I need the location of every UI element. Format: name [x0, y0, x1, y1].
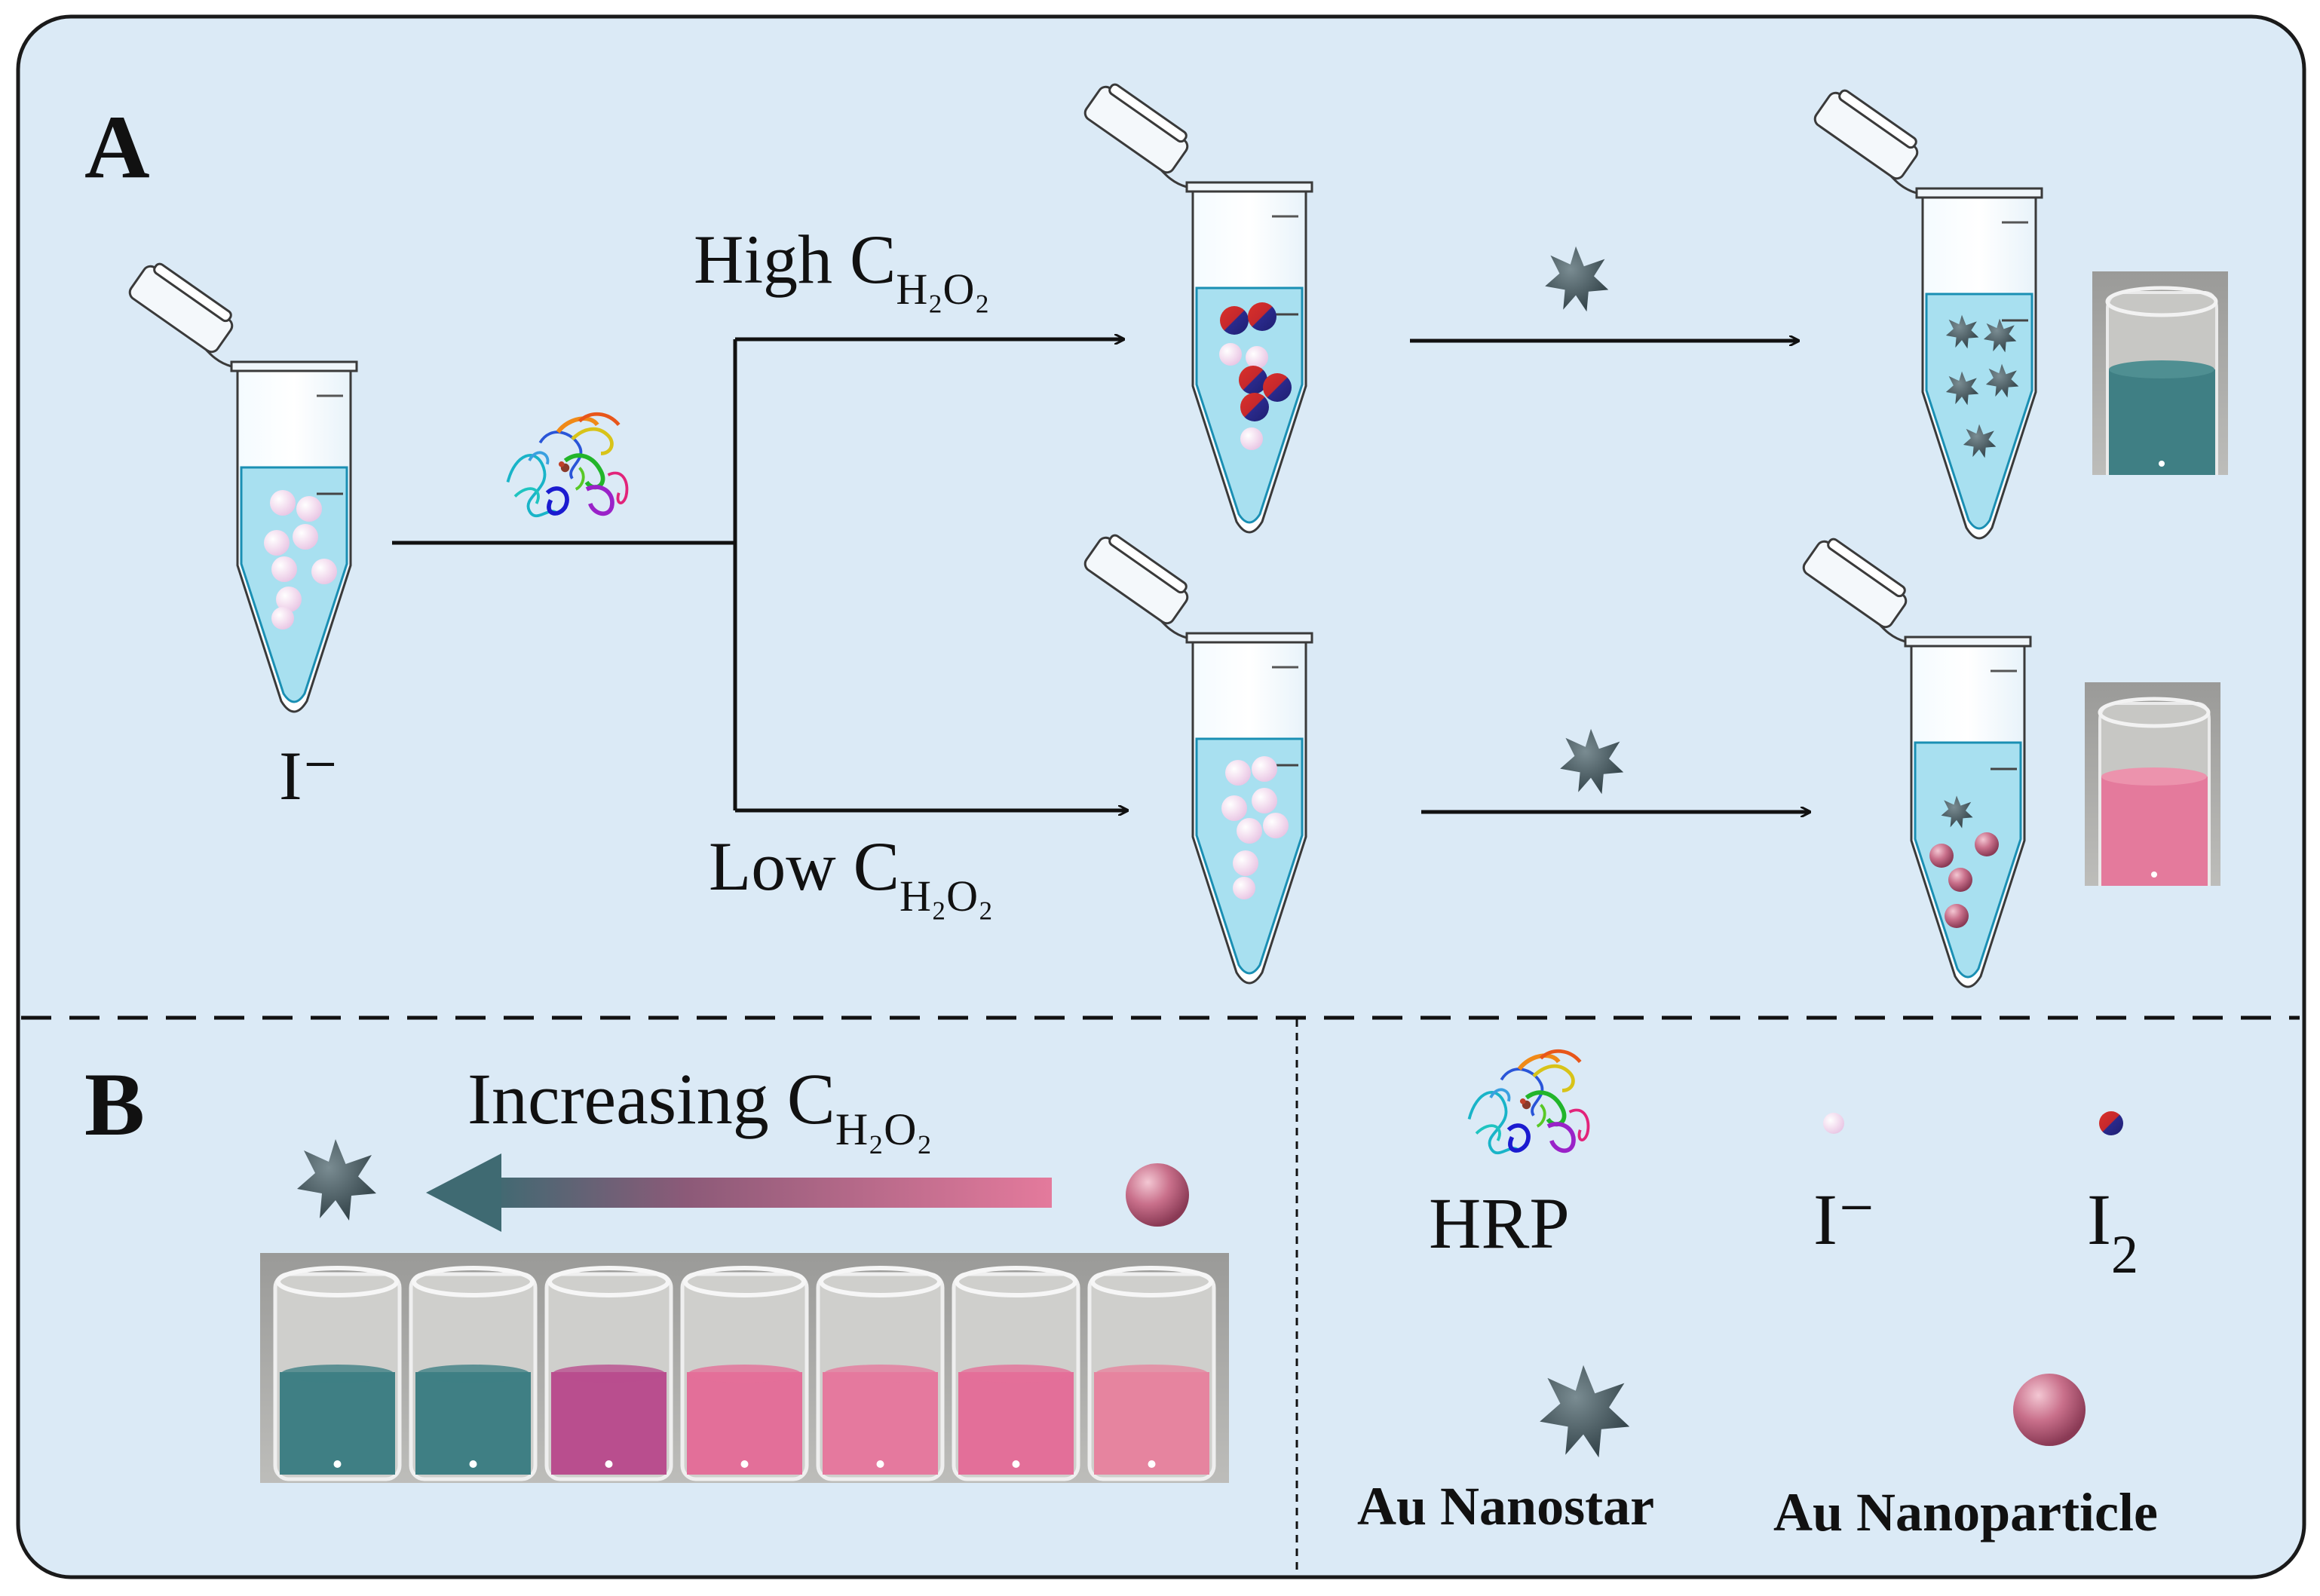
- vial-row-photo: [260, 1253, 1229, 1483]
- low-concentration-label: Low CH₂O₂: [709, 828, 993, 921]
- legend-iodine-icon: [2099, 1111, 2123, 1135]
- vial-4: [680, 1266, 809, 1481]
- tube-iodide-remaining: [1080, 528, 1313, 985]
- panel-a-label: A: [84, 96, 150, 197]
- vial-5: [816, 1266, 945, 1481]
- vial-photo-teal: [2092, 271, 2228, 475]
- legend-hrp-label: HRP: [1429, 1183, 1570, 1264]
- vial-1: [273, 1266, 402, 1481]
- legend-nanostar-label: Au Nanostar: [1357, 1476, 1654, 1536]
- panel-b-label: B: [84, 1054, 145, 1154]
- tube-iodine-solution: [1080, 77, 1313, 534]
- vial-6: [952, 1266, 1080, 1481]
- tube-iodide-solution: [125, 256, 358, 713]
- tube-nanoparticle-formed: [1799, 531, 2032, 988]
- legend-nanoparticle-icon: [2013, 1374, 2086, 1446]
- increasing-concentration-label: Increasing CH₂O₂: [467, 1058, 932, 1154]
- increasing-concentration-arrow: [426, 1153, 1052, 1232]
- legend-nanoparticle-label: Au Nanoparticle: [1773, 1482, 2158, 1542]
- vial-7: [1087, 1266, 1216, 1481]
- vial-2: [409, 1266, 538, 1481]
- vial-3: [544, 1266, 673, 1481]
- reactant-iodide-label: I⁻: [279, 737, 339, 814]
- legend-iodide-label: I⁻: [1813, 1179, 1876, 1260]
- vial-photo-pink: [2085, 682, 2220, 886]
- legend-iodine-label: I2: [2087, 1179, 2138, 1285]
- legend-iodide-icon: [1823, 1113, 1844, 1134]
- nanoparticle-endpoint-icon: [1126, 1163, 1189, 1227]
- high-concentration-label: High CH₂O₂: [694, 221, 990, 314]
